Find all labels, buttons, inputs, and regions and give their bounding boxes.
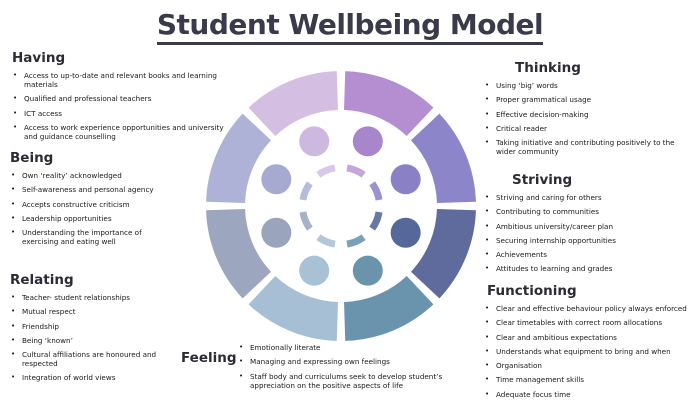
ring-segment-being: [206, 113, 272, 203]
list-item: Attitudes to learning and grades: [484, 264, 689, 273]
inner-dash-being: [299, 181, 313, 201]
section-functioning: Functioning Clear and effective behaviou…: [484, 283, 696, 404]
dot-feeling-lower-left: [299, 255, 330, 286]
list-item: Clear and effective behaviour policy alw…: [484, 304, 696, 313]
dot-striving: [390, 164, 421, 195]
list-item: Own ‘reality’ acknowledged: [10, 171, 170, 180]
list-item: Cultural affiliations are honoured and r…: [10, 350, 160, 368]
list-item: Taking initiative and contributing posit…: [484, 138, 689, 156]
inner-dash-functioning: [369, 211, 383, 231]
section-heading-relating: Relating: [10, 272, 74, 288]
page-title: Student Wellbeing Model: [0, 8, 700, 45]
dot-having: [299, 126, 330, 157]
list-item: Striving and caring for others: [484, 193, 689, 202]
list-item: Teacher- student relationships: [10, 293, 160, 302]
ring-segment-thinking: [344, 71, 434, 137]
list-item: Organisation: [484, 361, 696, 370]
section-thinking: Thinking Using ‘big’ words Proper gramma…: [484, 60, 689, 161]
list-item: Staff body and curriculums seek to devel…: [238, 372, 456, 390]
list-item: Understanding the importance of exercisi…: [10, 228, 170, 246]
list-item: Securing internship opportunities: [484, 236, 689, 245]
inner-dash-feeling-lower-left: [316, 234, 336, 248]
list-item: Time management skills: [484, 375, 696, 384]
ring-segment-striving: [410, 113, 476, 203]
ring-segment-having: [248, 71, 338, 137]
ring-segment-relating: [206, 209, 272, 299]
list-item: Understands what equipment to bring and …: [484, 347, 696, 356]
section-heading-striving: Striving: [512, 172, 573, 188]
inner-dash-striving: [369, 181, 383, 201]
ring-segment-feeling-lower-right: [344, 275, 434, 341]
list-item: Self-awareness and personal agency: [10, 185, 170, 194]
list-item: Clear and ambitious expectations: [484, 333, 696, 342]
dot-feeling-lower-right: [352, 255, 383, 286]
dot-functioning: [390, 217, 421, 248]
section-striving: Striving Striving and caring for others …: [484, 172, 689, 279]
section-feeling: Emotionally literate Managing and expres…: [238, 343, 456, 395]
list-item: Friendship: [10, 322, 160, 331]
list-item: Effective decision-making: [484, 110, 689, 119]
dot-relating: [261, 217, 292, 248]
ring-segment-feeling-lower-left: [248, 275, 338, 341]
list-item: Mutual respect: [10, 307, 160, 316]
section-being: Being Own ‘reality’ acknowledged Self-aw…: [10, 150, 170, 251]
list-item: Being ‘known’: [10, 336, 160, 345]
list-item: Adequate focus time: [484, 390, 696, 399]
list-item: Contributing to communities: [484, 207, 689, 216]
list-item: Integration of world views: [10, 373, 160, 382]
section-heading-thinking: Thinking: [515, 60, 581, 76]
list-item: Qualified and professional teachers: [12, 94, 224, 103]
dot-being: [261, 164, 292, 195]
inner-dash-having: [316, 164, 336, 178]
section-heading-being: Being: [10, 150, 54, 166]
list-item: Proper grammatical usage: [484, 95, 689, 104]
list-item: Using ‘big’ words: [484, 81, 689, 90]
section-heading-feeling: Feeling: [181, 350, 237, 366]
section-heading-having: Having: [12, 50, 66, 66]
list-item: Leadership opportunities: [10, 214, 170, 223]
section-feeling-heading-wrap: Feeling: [181, 350, 237, 371]
list-item: Access to up-to-date and relevant books …: [12, 71, 224, 89]
list-item: Managing and expressing own feelings: [238, 357, 456, 366]
list-item: Access to work experience opportunities …: [12, 123, 224, 141]
list-item: Emotionally literate: [238, 343, 456, 352]
inner-dash-feeling-lower-right: [346, 234, 366, 248]
section-having: Having Access to up-to-date and relevant…: [12, 50, 224, 146]
list-item: Ambitious university/career plan: [484, 222, 689, 231]
inner-dash-relating: [299, 211, 313, 231]
dot-thinking: [352, 126, 383, 157]
section-relating: Relating Teacher- student relationships …: [10, 272, 160, 388]
list-item: Accepts constructive criticism: [10, 200, 170, 209]
list-item: Clear timetables with correct room alloc…: [484, 318, 696, 327]
ring-segment-functioning: [410, 209, 476, 299]
list-item: Critical reader: [484, 124, 689, 133]
inner-dash-thinking: [346, 164, 366, 178]
list-item: Achievements: [484, 250, 689, 259]
section-heading-functioning: Functioning: [487, 283, 577, 299]
list-item: ICT access: [12, 109, 224, 118]
